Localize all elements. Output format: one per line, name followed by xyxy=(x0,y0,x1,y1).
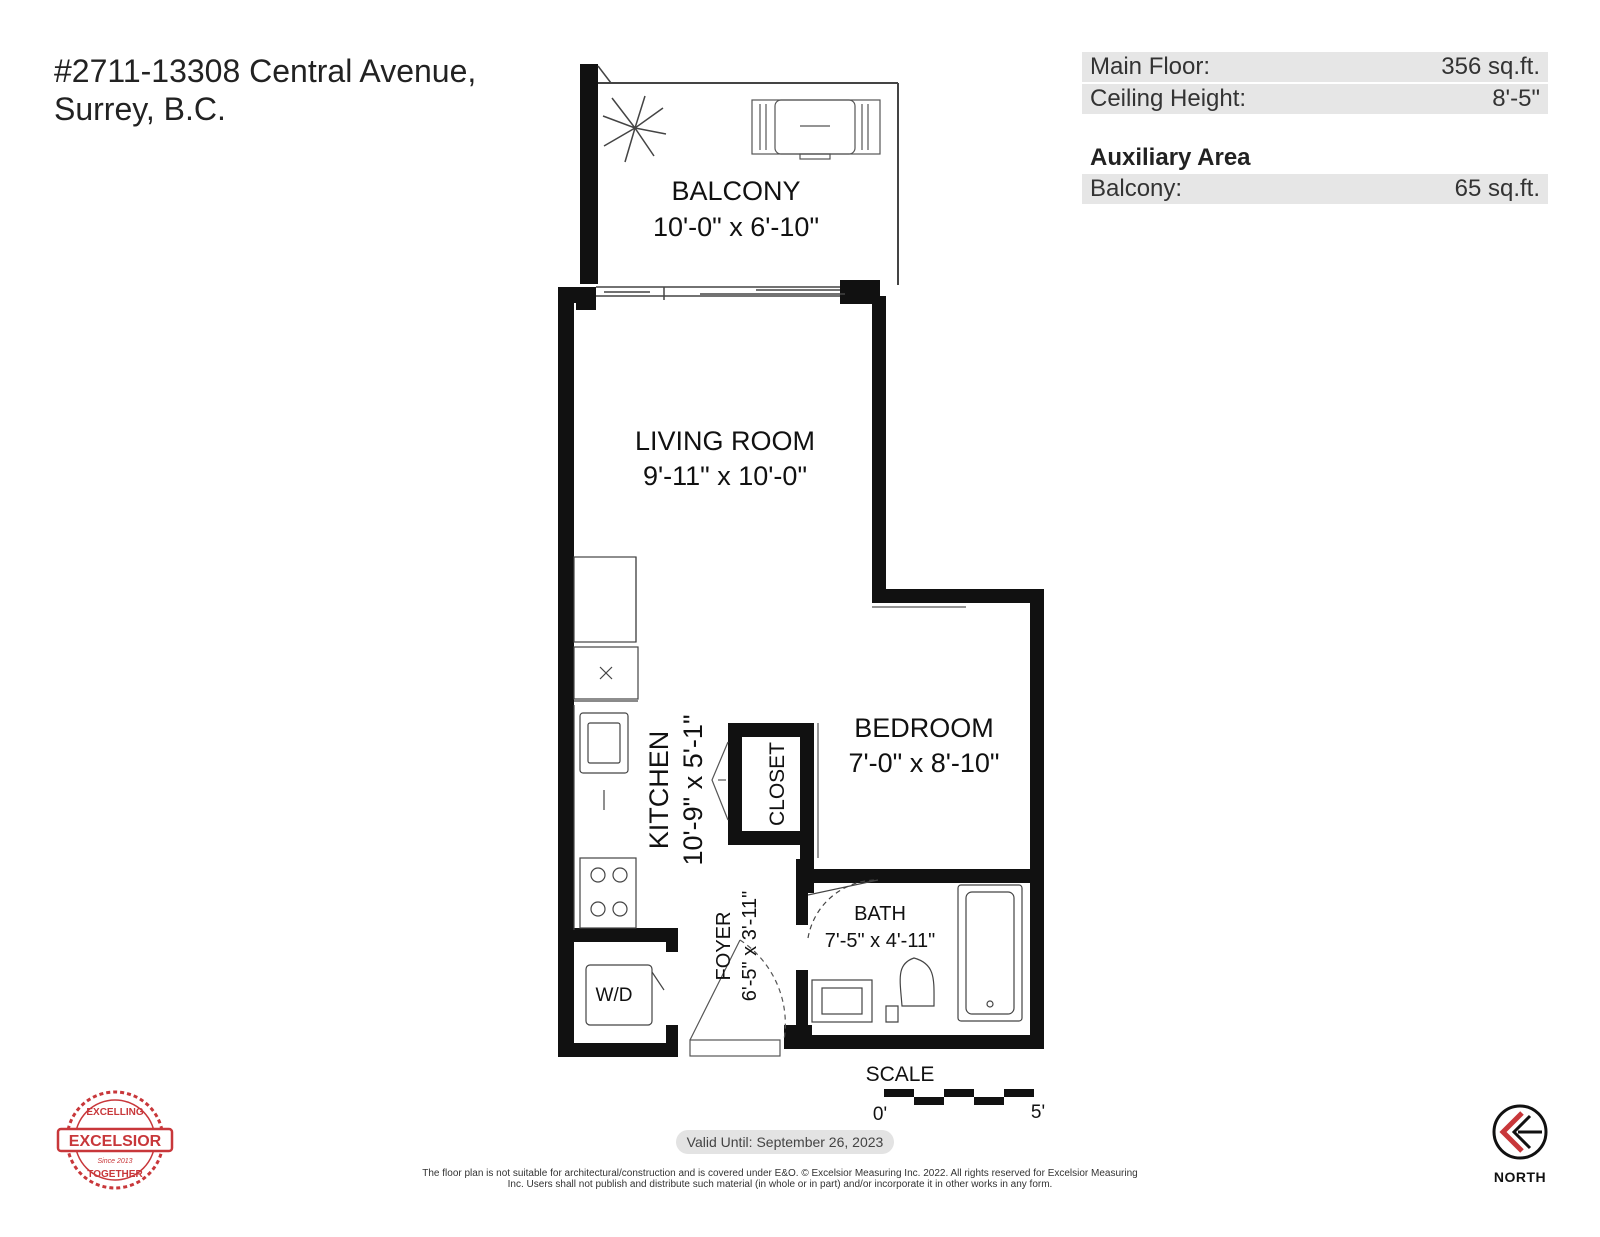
ceiling-height-value: 8'-5" xyxy=(1492,85,1540,112)
address-line-2: Surrey, B.C. xyxy=(54,91,226,127)
logo-name-text: EXCELSIOR xyxy=(69,1133,162,1150)
valid-until-badge: Valid Until: September 26, 2023 xyxy=(676,1130,894,1154)
area-summary: Main Floor: 356 sq.ft. Ceiling Height: 8… xyxy=(1082,52,1548,204)
bath-name: BATH xyxy=(854,903,906,925)
ceiling-height-row: Ceiling Height: 8'-5" xyxy=(1082,84,1548,114)
refrigerator-icon xyxy=(573,556,637,643)
kitchen-fixtures xyxy=(573,556,639,930)
north-indicator: NORTH xyxy=(1488,1104,1552,1185)
foyer-dims: 6'-5" x 3'-11" xyxy=(739,891,761,1001)
balcony-area-row: Balcony: 65 sq.ft. xyxy=(1082,174,1548,204)
toilet-icon xyxy=(885,1005,899,1023)
scale-title: SCALE xyxy=(866,1063,935,1086)
bedroom-dims: 7'-0" x 8'-10" xyxy=(848,748,999,778)
ceiling-height-label: Ceiling Height: xyxy=(1090,85,1247,112)
living-room-name: LIVING ROOM xyxy=(635,426,815,456)
interior-walls xyxy=(728,723,1044,1040)
bathtub-icon xyxy=(957,884,1023,1022)
logo-since-text: Since 2013 xyxy=(97,1158,132,1165)
bedroom-doors xyxy=(817,606,966,858)
balcony-dims: 10'-0" x 6'-10" xyxy=(653,212,819,242)
address-line-1: #2711-13308 Central Avenue, xyxy=(54,53,477,89)
sliding-door xyxy=(596,286,845,300)
disclaimer-text: The floor plan is not suitable for archi… xyxy=(422,1168,1138,1190)
foyer-name: FOYER xyxy=(713,912,735,981)
stove-icon xyxy=(579,857,637,929)
scale-max-label: 5' xyxy=(1031,1102,1045,1123)
scale-min-label: 0' xyxy=(873,1104,887,1125)
main-floor-value: 356 sq.ft. xyxy=(1441,53,1540,80)
bath-dims: 7'-5" x 4'-11" xyxy=(825,930,935,952)
bath-sink-icon xyxy=(811,979,873,1023)
logo-bottom-text: TOGETHER xyxy=(87,1169,143,1180)
logo-top-text: EXCELLING xyxy=(86,1107,143,1118)
kitchen-name: KITCHEN xyxy=(644,731,674,850)
north-arrow-icon xyxy=(1492,1104,1548,1160)
balcony-area-value: 65 sq.ft. xyxy=(1454,175,1540,202)
closet-name: CLOSET xyxy=(766,742,789,826)
closet-doors xyxy=(711,741,729,821)
excelsior-logo: EXCELLING EXCELSIOR Since 2013 TOGETHER xyxy=(56,1090,174,1190)
lounge-chair-icon xyxy=(751,99,881,160)
balcony-area xyxy=(580,64,899,285)
balcony-name: BALCONY xyxy=(671,176,800,206)
plant-icon xyxy=(602,95,667,163)
main-floor-label: Main Floor: xyxy=(1090,53,1211,80)
property-address: #2711-13308 Central Avenue, Surrey, B.C. xyxy=(54,52,476,128)
scale-bar: SCALE 0' 5' xyxy=(866,1063,1046,1125)
exterior-walls xyxy=(558,280,1044,1057)
kitchen-dims: 10'-9" x 5'-1" xyxy=(678,714,708,865)
bedroom-name: BEDROOM xyxy=(854,713,994,743)
bath-fixtures xyxy=(807,879,1023,1023)
north-label: NORTH xyxy=(1493,1169,1547,1185)
washer-dryer-icon xyxy=(585,964,665,1026)
kitchen-sink-icon xyxy=(579,712,629,774)
auxiliary-area-title: Auxiliary Area xyxy=(1090,144,1251,171)
pantry-icon xyxy=(573,646,639,700)
laundry-label: W/D xyxy=(596,985,633,1006)
entry-door xyxy=(689,939,786,1057)
main-floor-row: Main Floor: 356 sq.ft. xyxy=(1082,52,1548,82)
living-room-dims: 9'-11" x 10'-0" xyxy=(643,461,807,491)
balcony-area-label: Balcony: xyxy=(1090,175,1183,202)
